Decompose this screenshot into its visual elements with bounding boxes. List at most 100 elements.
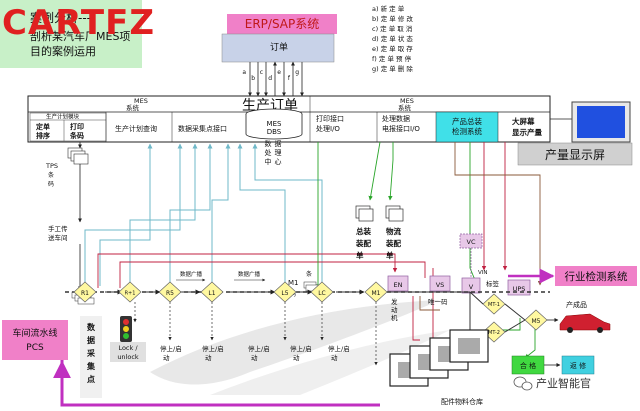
node-m1-label: M1 [372, 290, 381, 297]
manual-trans-1: 手工传 [48, 224, 68, 233]
node-l1[interactable]: L1 [200, 281, 224, 303]
qualified-label: 合 格 [520, 361, 536, 370]
title-line-1: 案例分析--- [30, 10, 91, 25]
erp-arrow-label-b: b [251, 75, 255, 82]
collection-ch1: 数 [87, 322, 96, 332]
order-box[interactable] [221, 33, 335, 63]
order-notes: a) 新 定 单 b) 定 单 修 改 c) 定 单 取 消 d) 定 单 状 … [372, 4, 413, 73]
tps-label: TPS [45, 162, 58, 170]
stop-start-5-line1: 停上/启 [328, 344, 350, 353]
data-proc-2[interactable]: 电报接口I/O [382, 124, 420, 133]
logo: CARTFZ [2, 3, 155, 43]
product-label: 产成品 [566, 300, 587, 309]
plan-query-label[interactable]: 生产计划查询 [115, 124, 157, 133]
print-order-1: 打印 [70, 122, 84, 131]
title-line-3: 目的案例运用 [30, 44, 96, 58]
erp-arrow-label-a: a [242, 69, 246, 76]
node-m5[interactable]: M5 [524, 309, 548, 331]
node-mt1[interactable]: MT-1 [482, 293, 506, 315]
data-iface-label[interactable]: 数据采集点接口 [178, 124, 227, 133]
station-vc-label: VC [467, 238, 476, 246]
station-vs[interactable] [429, 275, 451, 292]
watermark-label: 产业智能官 [536, 376, 591, 390]
stop-start-2-line2: 动 [205, 354, 212, 362]
erp-title-box[interactable] [227, 14, 337, 34]
collection-ch2: 据 [87, 335, 95, 345]
plan-group-box[interactable] [29, 112, 107, 142]
station-en[interactable] [387, 275, 409, 292]
station-ups[interactable] [507, 279, 531, 296]
node-m5-label: M5 [532, 318, 541, 325]
broadcast-1: 数据广播 [180, 270, 203, 278]
pcs-line-2: PCS [26, 343, 44, 353]
car-icon [559, 313, 611, 333]
note-b: b) 定 单 修 改 [372, 14, 413, 23]
mes-label-1: MES [134, 97, 148, 105]
quality-1: 产品总装 [452, 116, 482, 126]
output-display-box[interactable] [517, 142, 633, 166]
collection-point-box[interactable] [80, 316, 102, 398]
tps-ch2: 码 [48, 180, 54, 188]
line-nodes: R1 R+1 R5 L1 L5 LC M1 MT-1 [73, 281, 548, 343]
node-r1[interactable]: R1 [73, 281, 97, 303]
mes-dbs-cylinder [245, 114, 303, 140]
logistics-list-icon[interactable] [385, 205, 404, 222]
qc-system-box[interactable] [555, 266, 637, 286]
node-m1[interactable]: M1 [364, 281, 388, 303]
stop-start-1-line1: 停上/启 [160, 344, 182, 353]
warehouse-icon[interactable] [389, 329, 489, 387]
station-en-label: EN [394, 281, 403, 289]
brown-flow-lines [419, 142, 543, 311]
background-swoosh [150, 300, 440, 385]
note-a: a) 新 定 单 [372, 4, 405, 13]
mes-center-ch4: 理 [275, 149, 282, 157]
print-iface-2[interactable]: 处理I/O [316, 124, 340, 133]
engine-3: 机 [391, 313, 398, 322]
node-r-plus-1[interactable]: R+1 [118, 281, 142, 303]
node-r-plus-1-label: R+1 [125, 291, 136, 297]
node-l1-label: L1 [208, 290, 215, 297]
erp-arrows: a b c d e f g [242, 61, 304, 97]
broadcast-2: 数据广播 [238, 270, 261, 278]
big-screen-1[interactable]: 大屏幕 [512, 116, 535, 126]
stop-start-4-line2: 动 [293, 354, 300, 362]
order-seq-2: 排序 [36, 131, 50, 140]
mes-center-ch2: 据 [275, 139, 282, 148]
assembly-list-icon[interactable] [355, 205, 374, 222]
erp-arrow-label-d: d [268, 75, 272, 82]
node-r5[interactable]: R5 [158, 281, 182, 303]
erp-arrow-label-g: g [295, 69, 299, 76]
background-swoosh-2 [210, 330, 450, 395]
stop-start-3-line2: 动 [251, 354, 258, 362]
node-l5-label: L5 [281, 290, 288, 297]
collection-point-label: 数 据 采 集 点 [86, 322, 96, 384]
lock-label-2: unlock [117, 353, 139, 361]
mes-label-1b: 系统 [126, 103, 140, 112]
station-vin-label: 标签 [486, 279, 500, 288]
mes-center-vertical: 数 据 处 理 中 心 [265, 139, 282, 166]
data-proc-1[interactable]: 处理数据 [382, 114, 410, 123]
node-r5-label: R5 [166, 290, 174, 297]
wechat-icon [513, 376, 533, 391]
repair-box[interactable] [561, 355, 595, 375]
logistics-list-3: 单 [386, 250, 394, 260]
order-label: 订单 [270, 41, 288, 53]
mes-center-2: DBS [267, 128, 282, 136]
tps-doc-icon [67, 147, 89, 165]
pcs-box[interactable] [2, 320, 68, 360]
node-mt2-label: MT-2 [488, 330, 500, 336]
node-lc-label: LC [318, 290, 326, 297]
stop-start-3-line1: 停上/启 [248, 344, 270, 353]
station-v-label: V [469, 283, 474, 291]
big-screen-2[interactable]: 显示产量 [512, 127, 542, 137]
node-mt1-label: MT-1 [488, 302, 500, 308]
mes-center-ch1: 数 [265, 139, 272, 148]
collection-ch5: 点 [87, 374, 95, 384]
stop-start-5-line2: 动 [331, 354, 338, 362]
node-r1-label: R1 [81, 290, 89, 297]
quality-system-box[interactable] [435, 111, 499, 143]
print-iface-1[interactable]: 打印接口 [316, 114, 344, 123]
traffic-light-icon [120, 316, 132, 342]
mes-center-ch3: 处 [265, 148, 272, 157]
